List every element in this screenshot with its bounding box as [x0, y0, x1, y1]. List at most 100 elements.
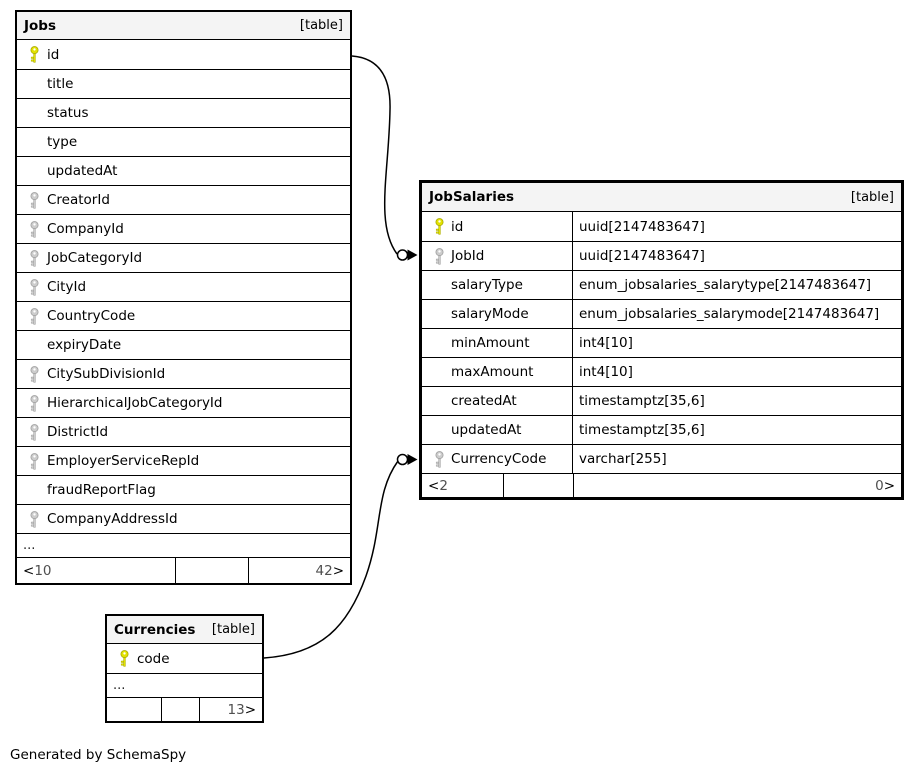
column-row-type[interactable]: type [17, 127, 350, 156]
table-header[interactable]: Jobs [table] [17, 12, 350, 40]
column-row-id[interactable]: id [17, 40, 350, 69]
column-name: HierarchicalJobCategoryId [47, 395, 223, 411]
footer-spacer [161, 698, 199, 721]
table-footer: 13 > [107, 697, 262, 721]
column-name: code [137, 650, 170, 667]
column-row-EmployerServiceRepId[interactable]: EmployerServiceRepId [17, 446, 350, 475]
column-name: CompanyId [47, 221, 124, 237]
foreign-key-icon [24, 307, 42, 325]
foreign-key-icon [24, 365, 42, 383]
primary-key-icon [429, 218, 447, 235]
column-type: enum_jobsalaries_salarytype[2147483647] [572, 271, 901, 299]
footer-left-count: < 10 [23, 562, 52, 579]
table-footer: < 2 0 > [422, 473, 901, 497]
table-name[interactable]: Jobs [24, 17, 56, 34]
fk-arrowhead-icon [407, 454, 418, 465]
foreign-key-icon [429, 450, 447, 468]
column-name: salaryMode [451, 306, 529, 322]
column-name: id [47, 46, 60, 63]
foreign-key-icon [24, 510, 42, 528]
column-row-createdAt[interactable]: createdAt timestamptz[35,6] [422, 386, 901, 415]
column-name: CreatorId [47, 192, 110, 208]
column-type: uuid[2147483647] [572, 242, 901, 270]
column-name: CityId [47, 279, 87, 295]
foreign-key-icon [24, 394, 42, 412]
column-row-HierarchicalJobCategoryId[interactable]: HierarchicalJobCategoryId [17, 388, 350, 417]
fk-circle-icon [396, 453, 409, 466]
column-name: CompanyAddressId [47, 511, 178, 527]
primary-key-icon [24, 46, 42, 63]
column-row-CityId[interactable]: CityId [17, 272, 350, 301]
column-row-JobCategoryId[interactable]: JobCategoryId [17, 243, 350, 272]
column-name: JobId [451, 248, 485, 264]
fk-edge-jobs-jobsalaries [351, 55, 418, 261]
table-type-badge: [table] [299, 18, 343, 33]
table-columns: code [107, 644, 262, 673]
foreign-key-icon [24, 249, 42, 267]
table-type-badge: [table] [850, 189, 894, 205]
column-name: EmployerServiceRepId [47, 453, 200, 469]
column-row-CompanyId[interactable]: CompanyId [17, 214, 350, 243]
column-name: CitySubDivisionId [47, 366, 166, 382]
column-type: int4[10] [572, 329, 901, 357]
column-row-salaryType[interactable]: salaryType enum_jobsalaries_salarytype[21… [422, 270, 901, 299]
ellipsis-row: ... [107, 673, 262, 697]
fk-arrowhead-icon [407, 249, 418, 261]
column-name: DistrictId [47, 424, 109, 440]
column-row-JobId[interactable]: JobId uuid[2147483647] [422, 241, 901, 270]
foreign-key-icon [24, 423, 42, 441]
table-header[interactable]: Currencies [table] [107, 616, 262, 644]
footer-right-count: 0 > [573, 474, 901, 497]
column-name: maxAmount [451, 364, 534, 380]
foreign-key-icon [429, 247, 447, 265]
table-type-badge: [table] [211, 622, 255, 637]
column-row-CompanyAddressId[interactable]: CompanyAddressId [17, 504, 350, 533]
column-name: salaryType [451, 277, 523, 293]
column-name: expiryDate [47, 337, 122, 353]
column-name: status [47, 105, 89, 121]
column-row-code[interactable]: code [107, 644, 262, 673]
ellipsis-row: ... [17, 533, 350, 557]
table-header[interactable]: JobSalaries [table] [422, 183, 901, 212]
footer-right-count: 42 > [248, 558, 350, 583]
table-name[interactable]: Currencies [114, 621, 196, 638]
column-row-CountryCode[interactable]: CountryCode [17, 301, 350, 330]
column-name: updatedAt [451, 422, 522, 438]
column-row-expiryDate[interactable]: expiryDate [17, 330, 350, 359]
footer-left-count [107, 698, 161, 721]
column-name: CurrencyCode [451, 451, 547, 467]
column-name: title [47, 76, 74, 92]
column-type: uuid[2147483647] [572, 212, 901, 241]
table-currencies[interactable]: Currencies [table] code ...13 > [105, 614, 264, 723]
column-type: int4[10] [572, 358, 901, 386]
foreign-key-icon [24, 220, 42, 238]
column-row-fraudReportFlag[interactable]: fraudReportFlag [17, 475, 350, 504]
table-name[interactable]: JobSalaries [429, 189, 515, 205]
column-row-CitySubDivisionId[interactable]: CitySubDivisionId [17, 359, 350, 388]
foreign-key-icon [24, 191, 42, 209]
primary-key-icon [114, 650, 132, 667]
column-row-CreatorId[interactable]: CreatorId [17, 185, 350, 214]
generator-credit: Generated by SchemaSpy [10, 747, 187, 763]
column-type: timestamptz[35,6] [572, 387, 901, 415]
column-row-status[interactable]: status [17, 98, 350, 127]
footer-right-count: 13 > [199, 698, 262, 721]
foreign-key-icon [24, 278, 42, 296]
column-name: createdAt [451, 393, 517, 409]
column-name: updatedAt [47, 163, 118, 179]
column-row-updatedAt[interactable]: updatedAt [17, 156, 350, 185]
column-row-DistrictId[interactable]: DistrictId [17, 417, 350, 446]
footer-left-count: < 2 [428, 477, 448, 494]
column-row-maxAmount[interactable]: maxAmount int4[10] [422, 357, 901, 386]
foreign-key-icon [24, 452, 42, 470]
column-row-title[interactable]: title [17, 69, 350, 98]
